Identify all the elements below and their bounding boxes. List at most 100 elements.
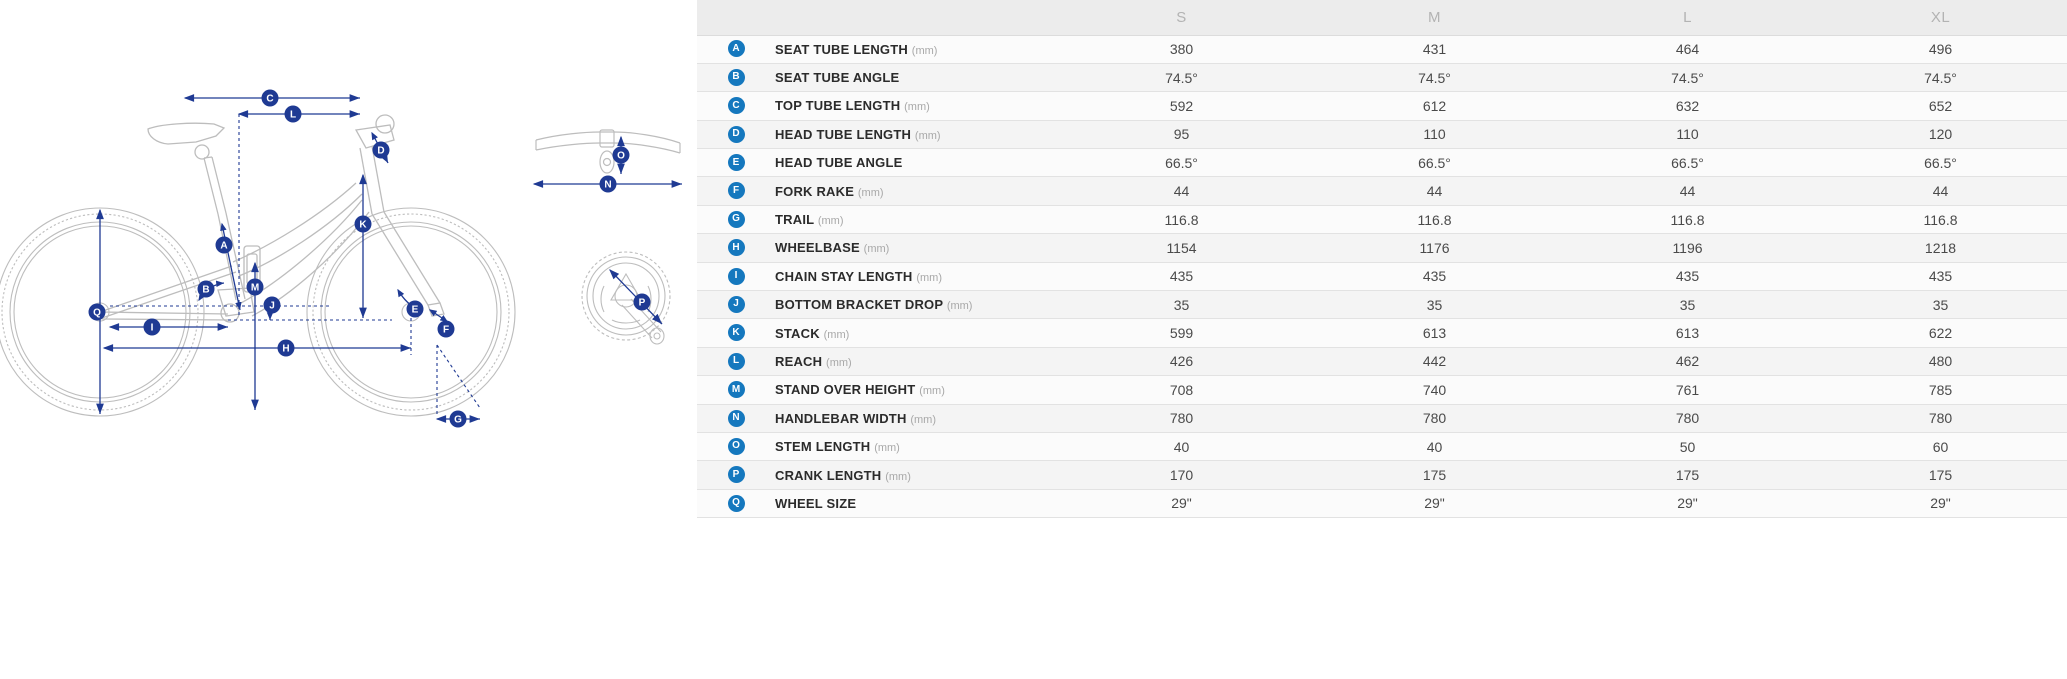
value-cell-l: 44 <box>1561 176 1814 206</box>
value-cell-l: 632 <box>1561 91 1814 121</box>
svg-text:Q: Q <box>93 308 101 319</box>
value-cell-m: 431 <box>1308 35 1561 64</box>
value-cell-m: 435 <box>1308 262 1561 292</box>
diagram-badge-F: F <box>437 320 455 338</box>
row-label-cell: STEM LENGTH (mm) <box>775 432 1055 462</box>
table-header: S M L XL <box>697 0 2067 36</box>
row-letter-badge: H <box>727 239 745 257</box>
row-label-text: HANDLEBAR WIDTH <box>775 410 907 426</box>
row-label-unit: (mm) <box>823 328 850 341</box>
column-header-l: L <box>1561 0 1814 36</box>
row-letter-badge: M <box>727 381 745 399</box>
row-label-cell: BOTTOM BRACKET DROP (mm) <box>775 290 1055 320</box>
value-cell-s: 1154 <box>1055 233 1308 263</box>
row-letter-badge-cell: B <box>697 63 775 93</box>
value-cell-l: 435 <box>1561 262 1814 292</box>
row-letter-badge: J <box>727 295 745 313</box>
row-label-cell: REACH (mm) <box>775 347 1055 377</box>
value-cell-m: 442 <box>1308 347 1561 377</box>
svg-text:K: K <box>359 220 367 231</box>
value-cell-xl: 175 <box>1814 460 2067 490</box>
row-label-unit: (mm) <box>863 243 890 256</box>
value-cell-m: 740 <box>1308 375 1561 405</box>
row-label-text: SEAT TUBE ANGLE <box>775 70 900 86</box>
row-label-text: HEAD TUBE ANGLE <box>775 155 903 171</box>
header-badge-blank <box>697 0 775 36</box>
diagram-badge-M: M <box>246 278 264 296</box>
row-letter-badge-cell: E <box>697 148 775 178</box>
value-cell-m: 66.5° <box>1308 148 1561 178</box>
row-letter-badge: Q <box>727 494 745 512</box>
row-label-cell: HANDLEBAR WIDTH (mm) <box>775 404 1055 433</box>
value-cell-xl: 116.8 <box>1814 205 2067 235</box>
value-cell-xl: 435 <box>1814 262 2067 292</box>
value-cell-xl: 496 <box>1814 35 2067 64</box>
value-cell-s: 40 <box>1055 432 1308 462</box>
svg-text:B: B <box>202 285 209 296</box>
crankset-view <box>581 251 671 345</box>
value-cell-l: 761 <box>1561 375 1814 405</box>
svg-text:J: J <box>269 301 275 312</box>
row-label-text: HEAD TUBE LENGTH <box>775 126 912 142</box>
diagram-badge-H: H <box>277 339 295 357</box>
value-cell-s: 116.8 <box>1055 205 1308 235</box>
value-cell-s: 66.5° <box>1055 148 1308 178</box>
row-label-unit: (mm) <box>817 215 844 228</box>
diagram-badge-N: N <box>599 175 617 193</box>
row-label-text: STEM LENGTH <box>775 439 871 455</box>
value-cell-m: 612 <box>1308 91 1561 121</box>
row-label-cell: TRAIL (mm) <box>775 205 1055 235</box>
row-label-cell: CHAIN STAY LENGTH (mm) <box>775 262 1055 292</box>
column-header-s: S <box>1055 0 1308 36</box>
diagram-badge-K: K <box>354 215 372 233</box>
row-label-text: WHEELBASE <box>775 240 860 256</box>
diagram-badge-I: I <box>143 318 161 336</box>
row-label-unit: (mm) <box>946 300 973 313</box>
row-letter-badge-cell: I <box>697 262 775 292</box>
value-cell-l: 29" <box>1561 489 1814 519</box>
svg-text:H: H <box>282 344 289 355</box>
row-letter-badge-cell: L <box>697 347 775 377</box>
row-label-cell: TOP TUBE LENGTH (mm) <box>775 91 1055 121</box>
value-cell-s: 44 <box>1055 176 1308 206</box>
diagram-letter-badges: C L D O N K A <box>88 89 651 428</box>
row-letter-badge-cell: Q <box>697 489 775 519</box>
row-label-cell: STAND OVER HEIGHT (mm) <box>775 375 1055 405</box>
row-letter-badge: C <box>727 97 745 115</box>
value-cell-l: 613 <box>1561 318 1814 348</box>
row-label-text: WHEEL SIZE <box>775 495 857 511</box>
value-cell-l: 1196 <box>1561 233 1814 263</box>
value-cell-l: 66.5° <box>1561 148 1814 178</box>
diagram-badge-Q: Q <box>88 303 106 321</box>
row-letter-badge-cell: F <box>697 176 775 206</box>
row-letter-badge-cell: D <box>697 120 775 150</box>
row-letter-badge: D <box>727 125 745 143</box>
svg-text:O: O <box>617 151 625 162</box>
value-cell-s: 426 <box>1055 347 1308 377</box>
svg-text:A: A <box>220 241 227 252</box>
svg-text:P: P <box>639 298 646 309</box>
value-cell-m: 40 <box>1308 432 1561 462</box>
diagram-badge-B: B <box>197 280 215 298</box>
value-cell-s: 780 <box>1055 404 1308 433</box>
diagram-badge-J: J <box>263 296 281 314</box>
value-cell-l: 464 <box>1561 35 1814 64</box>
row-label-text: STAND OVER HEIGHT <box>775 382 916 398</box>
value-cell-m: 29" <box>1308 489 1561 519</box>
row-label-unit: (mm) <box>916 271 942 284</box>
value-cell-xl: 785 <box>1814 375 2067 405</box>
value-cell-m: 35 <box>1308 290 1561 320</box>
